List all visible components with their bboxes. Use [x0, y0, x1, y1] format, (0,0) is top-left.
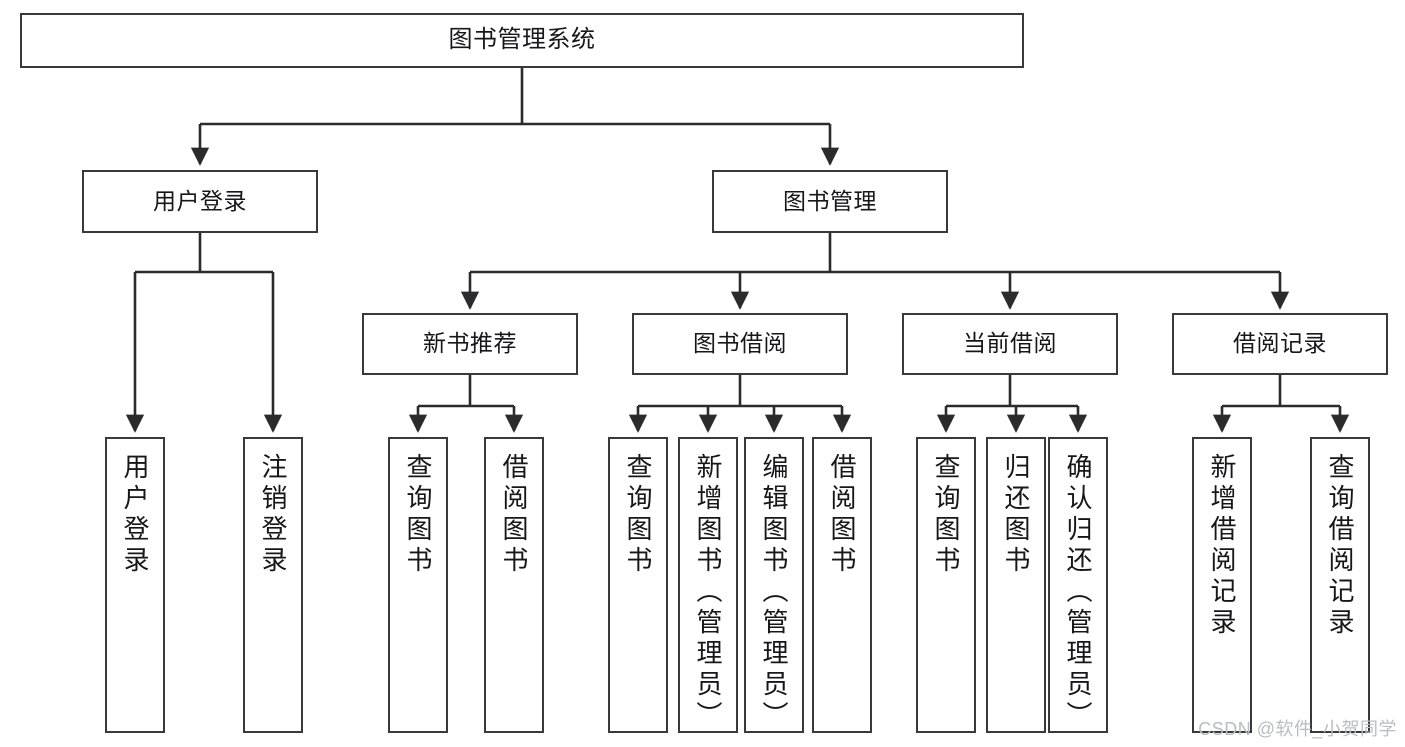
node-leaf-query-record[interactable]: 查询借阅记录: [1310, 437, 1370, 733]
node-leaf-add-record-label: 新增借阅记录: [1207, 453, 1237, 639]
node-leaf-user-login[interactable]: 用户登录: [105, 437, 165, 733]
node-leaf-return-book[interactable]: 归还图书: [986, 437, 1046, 733]
node-leaf-return-book-label: 归还图书: [1001, 453, 1031, 577]
node-leaf-confirm-return-label: 确认归还（管理员）: [1063, 453, 1093, 732]
node-leaf-query-book-3-label: 查询图书: [931, 453, 961, 577]
node-current-borrow[interactable]: 当前借阅: [902, 313, 1118, 375]
csdn-watermark: CSDN @软件_小贺同学: [1198, 719, 1397, 739]
node-leaf-query-book-3[interactable]: 查询图书: [916, 437, 976, 733]
node-leaf-logout-label: 注销登录: [258, 453, 288, 577]
node-new-book-rec-label: 新书推荐: [423, 330, 517, 357]
node-leaf-add-book-label: 新增图书（管理员）: [693, 453, 723, 732]
node-leaf-borrow-book-1-label: 借阅图书: [499, 453, 529, 577]
node-leaf-edit-book-label: 编辑图书（管理员）: [759, 453, 789, 732]
node-user-login[interactable]: 用户登录: [82, 170, 318, 233]
node-leaf-confirm-return[interactable]: 确认归还（管理员）: [1048, 437, 1108, 733]
node-leaf-query-record-label: 查询借阅记录: [1325, 453, 1355, 639]
node-root[interactable]: 图书管理系统: [20, 13, 1024, 68]
node-leaf-add-record[interactable]: 新增借阅记录: [1192, 437, 1252, 733]
node-user-login-label: 用户登录: [153, 187, 247, 214]
node-leaf-borrow-book-2[interactable]: 借阅图书: [812, 437, 872, 733]
node-book-borrow[interactable]: 图书借阅: [632, 313, 848, 375]
node-borrow-record[interactable]: 借阅记录: [1172, 313, 1388, 375]
node-leaf-logout[interactable]: 注销登录: [243, 437, 303, 733]
node-leaf-query-book-1[interactable]: 查询图书: [388, 437, 448, 733]
node-leaf-query-book-2-label: 查询图书: [623, 453, 653, 577]
node-leaf-add-book[interactable]: 新增图书（管理员）: [678, 437, 738, 733]
node-leaf-user-login-label: 用户登录: [120, 453, 150, 577]
node-book-manage-label: 图书管理: [783, 187, 877, 214]
node-leaf-query-book-1-label: 查询图书: [403, 453, 433, 577]
node-leaf-borrow-book-1[interactable]: 借阅图书: [484, 437, 544, 733]
node-leaf-query-book-2[interactable]: 查询图书: [608, 437, 668, 733]
node-leaf-edit-book[interactable]: 编辑图书（管理员）: [744, 437, 804, 733]
node-borrow-record-label: 借阅记录: [1233, 330, 1327, 357]
node-root-label: 图书管理系统: [448, 26, 596, 54]
node-current-borrow-label: 当前借阅: [963, 330, 1057, 357]
node-book-borrow-label: 图书借阅: [693, 330, 787, 357]
node-leaf-borrow-book-2-label: 借阅图书: [827, 453, 857, 577]
node-new-book-rec[interactable]: 新书推荐: [362, 313, 578, 375]
node-book-manage[interactable]: 图书管理: [712, 170, 948, 233]
